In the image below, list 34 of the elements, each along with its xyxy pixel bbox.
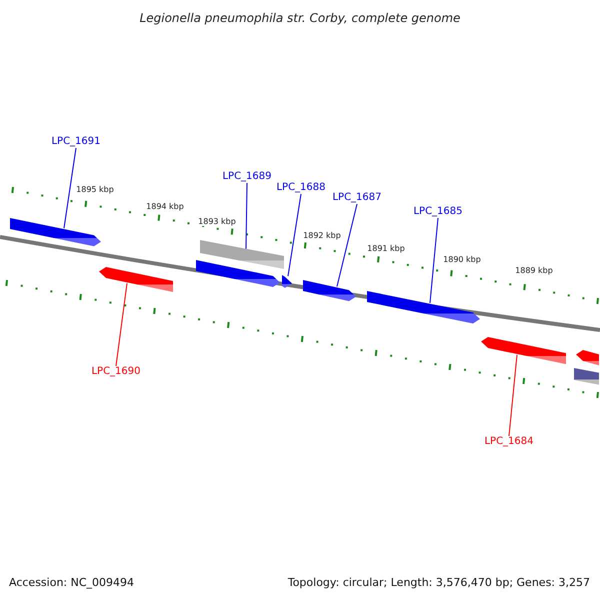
gene-bar [200, 240, 284, 269]
scale-label: 1894 kbp [146, 203, 184, 211]
gene-bar [574, 368, 599, 385]
gene-feature [99, 267, 173, 292]
leader-line [64, 148, 76, 229]
scale-label: 1890 kbp [443, 256, 481, 264]
gene-label: LPC_1691 [51, 136, 101, 148]
gene-label: LPC_1689 [222, 171, 272, 183]
footer-text: Topology: circular; Length: 3,576,470 bp; Genes: 3,257 [288, 577, 590, 588]
scale-label: 1892 kbp [303, 232, 341, 240]
leader-line [246, 182, 248, 250]
footer-text: Accession: NC_009494 [9, 577, 134, 588]
gene-label: LPC_1684 [484, 436, 534, 448]
gene-feature [196, 260, 280, 287]
scale-label: 1891 kbp [367, 245, 405, 253]
leader-line [116, 282, 128, 366]
gene-feature [576, 350, 599, 366]
gene-feature [367, 291, 480, 324]
leader-line [508, 354, 518, 436]
gene-label: LPC_1688 [276, 182, 326, 194]
leader-line [336, 204, 358, 287]
gene-feature [10, 218, 101, 246]
scale-label: 1895 kbp [76, 186, 114, 194]
gene-label: LPC_1690 [91, 366, 141, 378]
gene-feature [303, 280, 356, 302]
diagram-title: Legionella pneumophila str. Corby, complete genome [138, 12, 462, 24]
scale-label: 1893 kbp [198, 218, 236, 226]
gene-feature [282, 275, 292, 288]
gene-label: LPC_1685 [413, 206, 463, 218]
leader-line [288, 194, 302, 277]
gene-label: LPC_1687 [332, 192, 382, 204]
gene-feature [481, 337, 566, 364]
leader-line [430, 218, 438, 304]
scale-label: 1889 kbp [515, 267, 553, 275]
